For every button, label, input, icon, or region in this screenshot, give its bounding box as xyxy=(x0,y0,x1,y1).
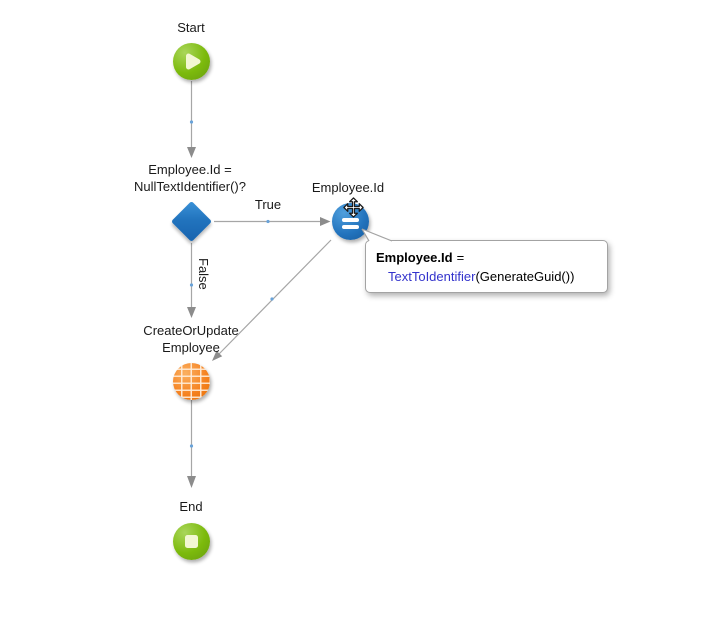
change-variable-node-label: Employee.Id xyxy=(311,180,385,195)
start-node[interactable] xyxy=(173,43,210,80)
play-icon xyxy=(186,53,201,70)
arrowhead-icon xyxy=(187,476,196,488)
edge-midpoint-dot xyxy=(189,444,194,448)
edge-midpoint-dot xyxy=(270,297,274,301)
start-node-label: Start xyxy=(177,20,205,35)
arrowhead-icon xyxy=(320,217,331,226)
edge-start-to-decision[interactable] xyxy=(187,81,196,158)
move-cursor-icon xyxy=(343,197,364,218)
create-label-line2: Employee xyxy=(162,340,220,355)
decision-node-label: Employee.Id = NullTextIdentifier()? xyxy=(134,161,246,195)
tooltip-callout-pointer xyxy=(361,228,393,242)
tooltip-function-arguments: (GenerateGuid()) xyxy=(475,269,575,284)
edge-midpoint-dot xyxy=(266,219,270,224)
end-node-label: End xyxy=(179,499,203,514)
decision-label-line2: NullTextIdentifier()? xyxy=(134,179,246,194)
tooltip-function-name: TextToIdentifier xyxy=(388,269,476,284)
edge-label-true: True xyxy=(254,197,282,212)
tooltip-expression-line: TextToIdentifier(GenerateGuid()) xyxy=(376,267,597,286)
edge-decision-to-changevariable-true[interactable] xyxy=(214,217,331,226)
tooltip-assignment-line: Employee.Id= xyxy=(376,248,597,267)
edge-midpoint-dot xyxy=(189,120,194,124)
create-label-line1: CreateOrUpdate xyxy=(143,323,239,338)
tooltip-operator: = xyxy=(456,250,465,265)
arrowhead-icon xyxy=(187,147,196,158)
edge-decision-to-create-false[interactable] xyxy=(187,243,196,318)
decision-node[interactable] xyxy=(170,200,213,243)
expression-tooltip: Employee.Id= TextToIdentifier(GenerateGu… xyxy=(365,240,608,293)
create-node-label: CreateOrUpdate Employee xyxy=(143,322,238,356)
arrowhead-icon xyxy=(187,307,196,318)
edge-label-false: False xyxy=(196,258,211,290)
end-node[interactable] xyxy=(173,523,210,560)
edge-midpoint-dot xyxy=(189,283,194,287)
decision-label-line1: Employee.Id = xyxy=(148,162,232,177)
edge-create-to-end[interactable] xyxy=(187,400,196,488)
create-or-update-node[interactable] xyxy=(173,363,210,400)
tooltip-variable: Employee.Id xyxy=(376,250,453,265)
stop-icon xyxy=(185,535,198,548)
change-variable-node[interactable] xyxy=(332,203,369,240)
